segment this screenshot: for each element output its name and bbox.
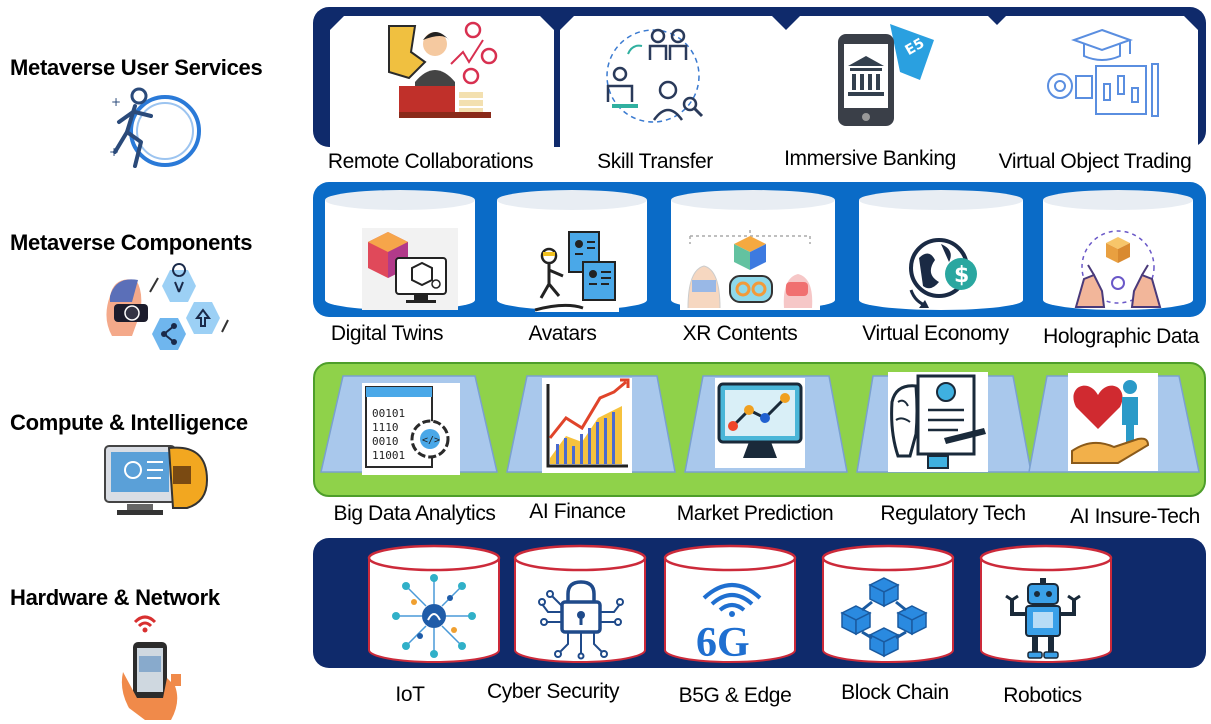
xr-headset-icon <box>680 230 820 310</box>
caption-ai-finance: AI Finance <box>529 500 626 523</box>
layer-title-components: Metaverse Components <box>10 230 253 255</box>
skill-transfer-icon <box>598 24 708 128</box>
mobile-bank-icon: E5 <box>830 20 940 130</box>
vr-runner-icon: + + <box>105 86 201 181</box>
layer-title-compute: Compute & Intelligence <box>10 410 248 435</box>
blockchain-cubes-icon <box>840 576 928 658</box>
ai-document-icon <box>888 372 988 472</box>
binary-code-gear-icon: 00101 1110 0010 11001 </> <box>362 383 460 475</box>
svg-text:+: + <box>109 145 119 159</box>
svg-text:00101: 00101 <box>372 407 405 420</box>
caption-block-chain: Block Chain <box>841 681 949 704</box>
monitor-line-chart-icon <box>715 378 805 468</box>
caption-skill-transfer: Skill Transfer <box>597 150 713 173</box>
robot-icon <box>1000 578 1086 660</box>
iot-network-icon <box>384 572 484 658</box>
layer-title-user-services: Metaverse User Services <box>10 55 263 80</box>
vr-headset-hexagon-icon <box>88 262 229 362</box>
caption-virtual-object-trading: Virtual Object Trading <box>998 150 1192 173</box>
caption-big-data-analytics: Big Data Analytics <box>333 502 496 525</box>
smartphone-wifi-icon <box>115 612 195 722</box>
trading-chart-icon <box>1040 24 1165 128</box>
svg-text:0010: 0010 <box>372 435 399 448</box>
heart-hand-icon <box>1068 373 1158 471</box>
caption-virtual-economy: Virtual Economy <box>862 322 1009 345</box>
growth-chart-icon <box>542 378 632 473</box>
svg-text:$: $ <box>954 263 969 288</box>
caption-avatars: Avatars <box>528 322 597 345</box>
svg-text:1110: 1110 <box>372 421 399 434</box>
svg-text:</>: </> <box>422 435 440 446</box>
caption-cyber-security: Cyber Security <box>486 680 620 703</box>
hologram-hands-icon <box>1070 225 1166 313</box>
hardware-cylinders <box>367 544 1113 663</box>
digital-twin-cube-icon <box>362 228 458 310</box>
remote-collaboration-icon <box>385 21 500 127</box>
svg-text:+: + <box>111 95 121 109</box>
caption-remote-collaborations: Remote Collaborations <box>327 150 534 173</box>
ai-brain-chip-icon <box>103 440 211 520</box>
caption-holographic-data: Holographic Data <box>1043 325 1199 348</box>
wifi-6g-icon: 6G <box>692 572 772 666</box>
caption-iot: IoT <box>395 683 425 706</box>
caption-market-prediction: Market Prediction <box>676 502 834 525</box>
layer-title-hardware: Hardware & Network <box>10 585 220 610</box>
caption-robotics: Robotics <box>1003 684 1082 707</box>
avatar-profile-icon <box>534 228 619 312</box>
caption-immersive-banking: Immersive Banking <box>784 147 956 170</box>
caption-digital-twins: Digital Twins <box>330 322 444 345</box>
caption-xr-contents: XR Contents <box>682 322 798 345</box>
caption-b5g-edge: B5G & Edge <box>678 684 792 707</box>
globe-dollar-icon: $ <box>905 228 987 310</box>
caption-regulatory-tech: Regulatory Tech <box>880 502 1026 525</box>
b5g-6g-label: 6G <box>696 620 750 666</box>
lock-circuit-icon <box>538 572 624 660</box>
caption-ai-insure-tech: AI Insure-Tech <box>1070 505 1200 528</box>
svg-text:11001: 11001 <box>372 449 405 462</box>
